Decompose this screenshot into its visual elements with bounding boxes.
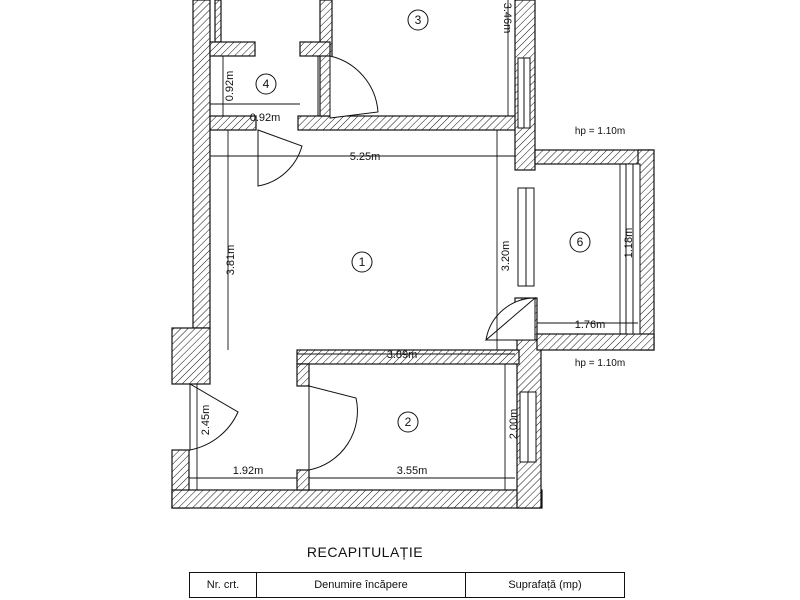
wall-top-stub bbox=[214, 0, 222, 43]
door-room2 bbox=[308, 385, 358, 471]
walls bbox=[171, 0, 655, 509]
room-3-label: 3 bbox=[415, 13, 422, 27]
room-2-label: 2 bbox=[405, 415, 412, 429]
wall-balcony-bottom bbox=[536, 333, 655, 351]
windows bbox=[517, 0, 641, 463]
wall-left-jog bbox=[171, 327, 211, 385]
dimension-labels: 0.92m 0.92m 3.46m 5.25m 3.81m 3.20m 1.18… bbox=[200, 3, 635, 477]
dim-118: 1.18m bbox=[623, 228, 635, 259]
wall-room2-left bbox=[296, 363, 310, 387]
wall-left-upper bbox=[192, 0, 211, 329]
dim-192: 1.92m bbox=[233, 465, 264, 477]
dim-389: 3.89m bbox=[387, 349, 418, 361]
doors bbox=[189, 55, 536, 471]
room-2-circle bbox=[397, 411, 419, 433]
dimension-lines bbox=[189, 0, 638, 490]
room-1-circle bbox=[351, 251, 373, 273]
recap-col-area: Suprafață (mp) bbox=[465, 572, 625, 598]
wall-balcony-top bbox=[534, 149, 654, 165]
dim-320: 3.20m bbox=[500, 241, 512, 272]
recap-col-nr: Nr. crt. bbox=[189, 572, 257, 598]
room-3-circle bbox=[407, 9, 429, 31]
hp-top-label: hp = 1.10m bbox=[575, 126, 625, 137]
door-room4 bbox=[329, 55, 379, 119]
wall-top-ledge bbox=[209, 41, 256, 57]
dim-346: 3.46m bbox=[501, 3, 513, 34]
wall-bottom bbox=[171, 489, 543, 509]
hp-bottom-label: hp = 1.10m bbox=[575, 358, 625, 369]
recap-header-row: Nr. crt. Denumire încăpere Suprafață (mp… bbox=[189, 572, 625, 598]
door-entrance bbox=[189, 383, 239, 451]
dim-176: 1.76m bbox=[575, 319, 606, 331]
room-6-label: 6 bbox=[577, 235, 584, 249]
door-balcony bbox=[484, 296, 536, 341]
dim-092-vertical: 0.92m bbox=[224, 71, 236, 102]
dim-200: 2.00m bbox=[508, 409, 520, 440]
wall-room4-partition bbox=[209, 115, 257, 131]
dim-355: 3.55m bbox=[397, 465, 428, 477]
room-4-label: 4 bbox=[263, 77, 270, 91]
recap-col-name: Denumire încăpere bbox=[256, 572, 466, 598]
wall-room2-left-lower bbox=[296, 469, 310, 491]
wall-room1-room2 bbox=[296, 349, 520, 365]
dim-245: 2.45m bbox=[200, 405, 212, 436]
dim-525: 5.25m bbox=[350, 151, 381, 163]
room-4-circle bbox=[255, 73, 277, 95]
recap-title: RECAPITULAȚIE bbox=[306, 544, 424, 560]
recap-table: Nr. crt. Denumire încăpere Suprafață (mp… bbox=[189, 572, 625, 598]
room-6-circle bbox=[569, 231, 591, 253]
hp-annotations: hp = 1.10m hp = 1.10m bbox=[575, 126, 625, 369]
wall-room3-stub bbox=[299, 41, 331, 57]
room-numbers: 1 2 3 4 6 bbox=[255, 9, 591, 433]
door-corridor bbox=[257, 129, 303, 187]
dim-092-horizontal: 0.92m bbox=[250, 112, 281, 124]
room-1-label: 1 bbox=[359, 255, 366, 269]
dim-381: 3.81m bbox=[225, 245, 237, 276]
